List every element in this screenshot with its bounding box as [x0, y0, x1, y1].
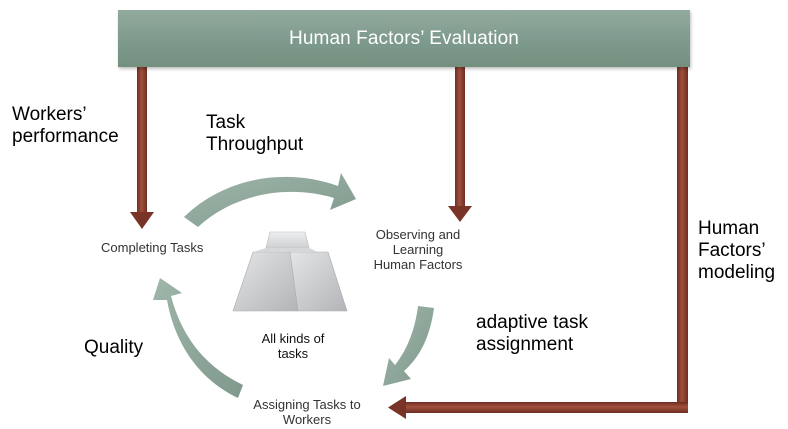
- label-line: Throughput: [206, 134, 304, 155]
- header-bar: Human Factors’ Evaluation: [118, 10, 690, 67]
- label-line: Task: [206, 112, 246, 133]
- label-task-throughput: Task Throughput: [206, 112, 303, 156]
- cycle-arrow-left: [153, 278, 243, 398]
- tasks-stack-icon: [232, 231, 348, 312]
- label-quality: Quality: [84, 337, 144, 358]
- node-line: Observing and: [375, 227, 461, 242]
- label-line: adaptive task: [476, 312, 588, 333]
- node-observing-learning: Observing and Learning Human Factors: [355, 227, 481, 272]
- label-adaptive-task-assignment: adaptive task assignment: [476, 312, 588, 356]
- cycle-arrow-right: [383, 306, 434, 386]
- label-line: modeling: [698, 262, 776, 283]
- node-all-kinds-of-tasks: All kinds of tasks: [248, 331, 338, 361]
- label-workers-performance: Workers’ performance: [12, 104, 119, 148]
- node-completing-tasks: Completing Tasks: [101, 240, 204, 255]
- down-arrow-performance: [130, 64, 154, 229]
- label-line: assignment: [476, 334, 574, 355]
- node-line: tasks: [277, 346, 309, 361]
- node-line: Workers: [282, 412, 332, 427]
- node-line: Assigning Tasks to: [253, 397, 361, 412]
- modeling-arrow: [388, 64, 688, 419]
- label-human-factors-modeling: Human Factors’ modeling: [698, 218, 775, 284]
- down-arrow-observing: [448, 64, 472, 222]
- node-line: Learning: [392, 242, 444, 257]
- node-line: All kinds of: [261, 331, 325, 346]
- header-title: Human Factors’ Evaluation: [289, 27, 519, 49]
- node-assigning-tasks: Assigning Tasks to Workers: [232, 397, 382, 427]
- label-line: performance: [12, 126, 119, 147]
- label-line: Human: [698, 218, 760, 239]
- label-line: Factors’: [698, 240, 766, 261]
- cycle-arrow-top: [184, 173, 356, 227]
- label-line: Workers’: [12, 104, 87, 125]
- node-line: Human Factors: [373, 257, 463, 272]
